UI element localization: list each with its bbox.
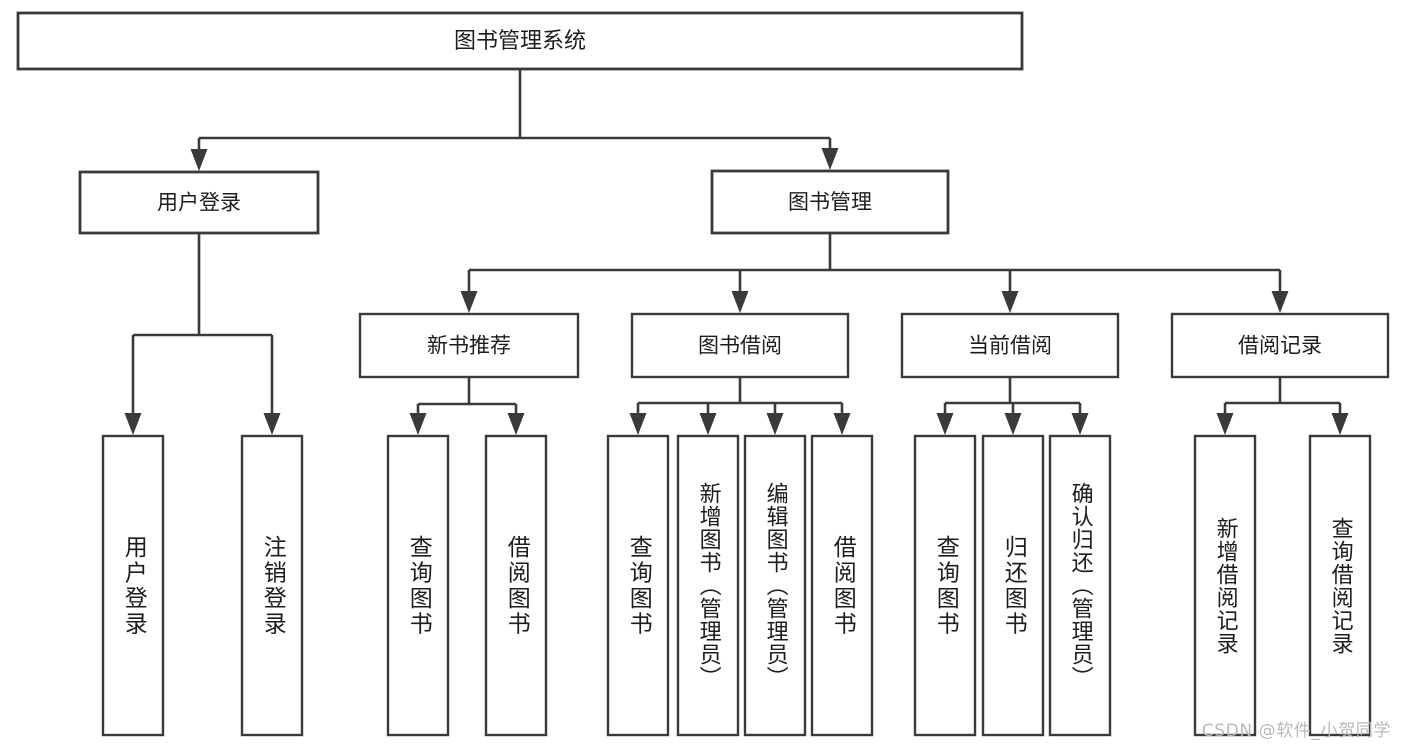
node-borrow-record[interactable]: 借阅记录 [1170,312,1390,379]
connector-group-user_login [124,233,281,435]
node-book-borrow[interactable]: 图书借阅 [630,312,850,379]
node-leaf-borrow-book-br[interactable] [810,434,874,737]
connector-group-book_manage [460,233,1289,313]
node-leaf-query-record[interactable] [1308,434,1372,737]
node-leaf-user-login[interactable] [101,434,165,737]
node-leaf-logout[interactable] [240,434,304,737]
arrow-head-icon [1071,413,1089,435]
node-box[interactable] [710,169,950,235]
node-box[interactable] [484,434,548,737]
arrow-head-icon [1216,413,1234,435]
node-box[interactable] [101,434,165,737]
node-leaf-add-book[interactable] [676,434,740,737]
node-box[interactable] [16,11,1024,71]
node-box[interactable] [1170,312,1390,379]
node-box[interactable] [1193,434,1257,737]
node-box[interactable] [78,170,320,235]
node-box[interactable] [386,434,450,737]
watermark-text: CSDN @软件_小贺同学 [1201,721,1391,741]
node-box[interactable] [1308,434,1372,737]
arrow-head-icon [731,291,749,313]
arrow-head-icon [190,149,208,171]
connector-group-borrow_record [1216,377,1349,435]
node-box[interactable] [358,312,580,379]
node-box[interactable] [630,312,850,379]
arrow-head-icon [460,291,478,313]
node-leaf-borrow-book-rec[interactable] [484,434,548,737]
connector-group-book_borrow [629,377,851,435]
node-label: 新书推荐 [427,334,511,358]
node-box[interactable] [606,434,670,737]
node-leaf-return-book[interactable] [981,434,1045,737]
arrow-head-icon [766,413,784,435]
connector-group-new_book_rec [409,377,525,435]
node-label: 图书管理系统 [454,29,586,54]
node-box[interactable] [676,434,740,737]
arrow-head-icon [409,413,427,435]
node-leaf-query-book-br[interactable] [606,434,670,737]
arrow-head-icon [507,413,525,435]
arrow-head-icon [936,413,954,435]
node-label: 当前借阅 [968,334,1052,358]
node-box[interactable] [900,312,1120,379]
node-new-book-rec[interactable]: 新书推荐 [358,312,580,379]
arrow-head-icon [699,413,717,435]
node-leaf-edit-book[interactable] [743,434,807,737]
node-label: 用户登录 [157,191,241,215]
arrow-head-icon [1004,413,1022,435]
node-box[interactable] [1048,434,1112,737]
connector-group-current_borrow [936,377,1089,435]
node-user-login[interactable]: 用户登录 [78,170,320,235]
node-label: 图书借阅 [698,334,782,358]
node-box[interactable] [240,434,304,737]
node-box[interactable] [743,434,807,737]
node-box[interactable] [981,434,1045,737]
connector-group-root [190,69,839,171]
node-leaf-query-book-rec[interactable] [386,434,450,737]
node-leaf-confirm-return[interactable] [1048,434,1112,737]
arrow-head-icon [629,413,647,435]
arrow-head-icon [833,413,851,435]
arrow-head-icon [263,413,281,435]
node-box[interactable] [810,434,874,737]
arrow-head-icon [1001,291,1019,313]
node-label: 图书管理 [788,190,872,214]
node-current-borrow[interactable]: 当前借阅 [900,312,1120,379]
node-leaf-add-record[interactable] [1193,434,1257,737]
node-root[interactable]: 图书管理系统 [16,11,1024,71]
arrow-head-icon [821,148,839,170]
arrow-head-icon [124,413,142,435]
node-box[interactable] [913,434,977,737]
node-leaf-query-book-cb[interactable] [913,434,977,737]
node-label: 借阅记录 [1238,334,1322,358]
arrow-head-icon [1271,291,1289,313]
node-book-manage[interactable]: 图书管理 [710,169,950,235]
arrow-head-icon [1331,413,1349,435]
